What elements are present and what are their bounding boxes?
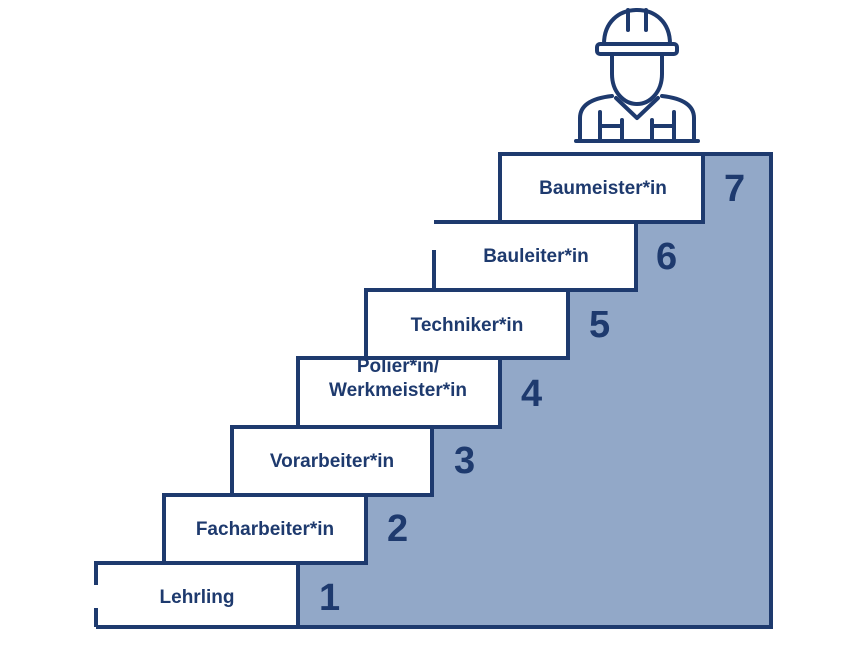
step-block-2 xyxy=(162,493,368,563)
step-label-2: Facharbeiter*in xyxy=(196,519,334,540)
step-number-2: 2 xyxy=(387,508,408,550)
step-label-5: Techniker*in xyxy=(411,315,524,336)
step-number-5: 5 xyxy=(589,304,610,346)
step-number-6: 6 xyxy=(656,236,677,278)
step-label-line: Techniker*in xyxy=(411,315,524,336)
step-block-4 xyxy=(296,356,502,427)
step-label-3: Vorarbeiter*in xyxy=(270,451,394,472)
step-label-1: Lehrling xyxy=(160,587,235,608)
step-block-5 xyxy=(364,288,570,358)
step-number-3: 3 xyxy=(454,440,475,482)
step-label-line: Polier*in/ xyxy=(357,356,440,377)
step-block-1 xyxy=(94,561,300,629)
step-label-line: Bauleiter*in xyxy=(483,246,589,267)
step-label-4: Polier*in/Werkmeister*in xyxy=(329,356,467,401)
step-label-line: Facharbeiter*in xyxy=(196,519,334,540)
step-block-7 xyxy=(498,152,705,222)
step-block-3 xyxy=(230,425,434,497)
step-number-7: 7 xyxy=(724,168,745,210)
step-label-line: Vorarbeiter*in xyxy=(270,451,394,472)
step-label-line: Baumeister*in xyxy=(539,178,667,199)
step-number-1: 1 xyxy=(319,577,340,619)
step-number-4: 4 xyxy=(521,373,542,415)
step-label-line: Werkmeister*in xyxy=(329,380,467,401)
step-label-line: Lehrling xyxy=(160,587,235,608)
step-label-6: Bauleiter*in xyxy=(483,246,589,267)
step-label-7: Baumeister*in xyxy=(539,178,667,199)
construction-worker-icon xyxy=(574,8,700,143)
